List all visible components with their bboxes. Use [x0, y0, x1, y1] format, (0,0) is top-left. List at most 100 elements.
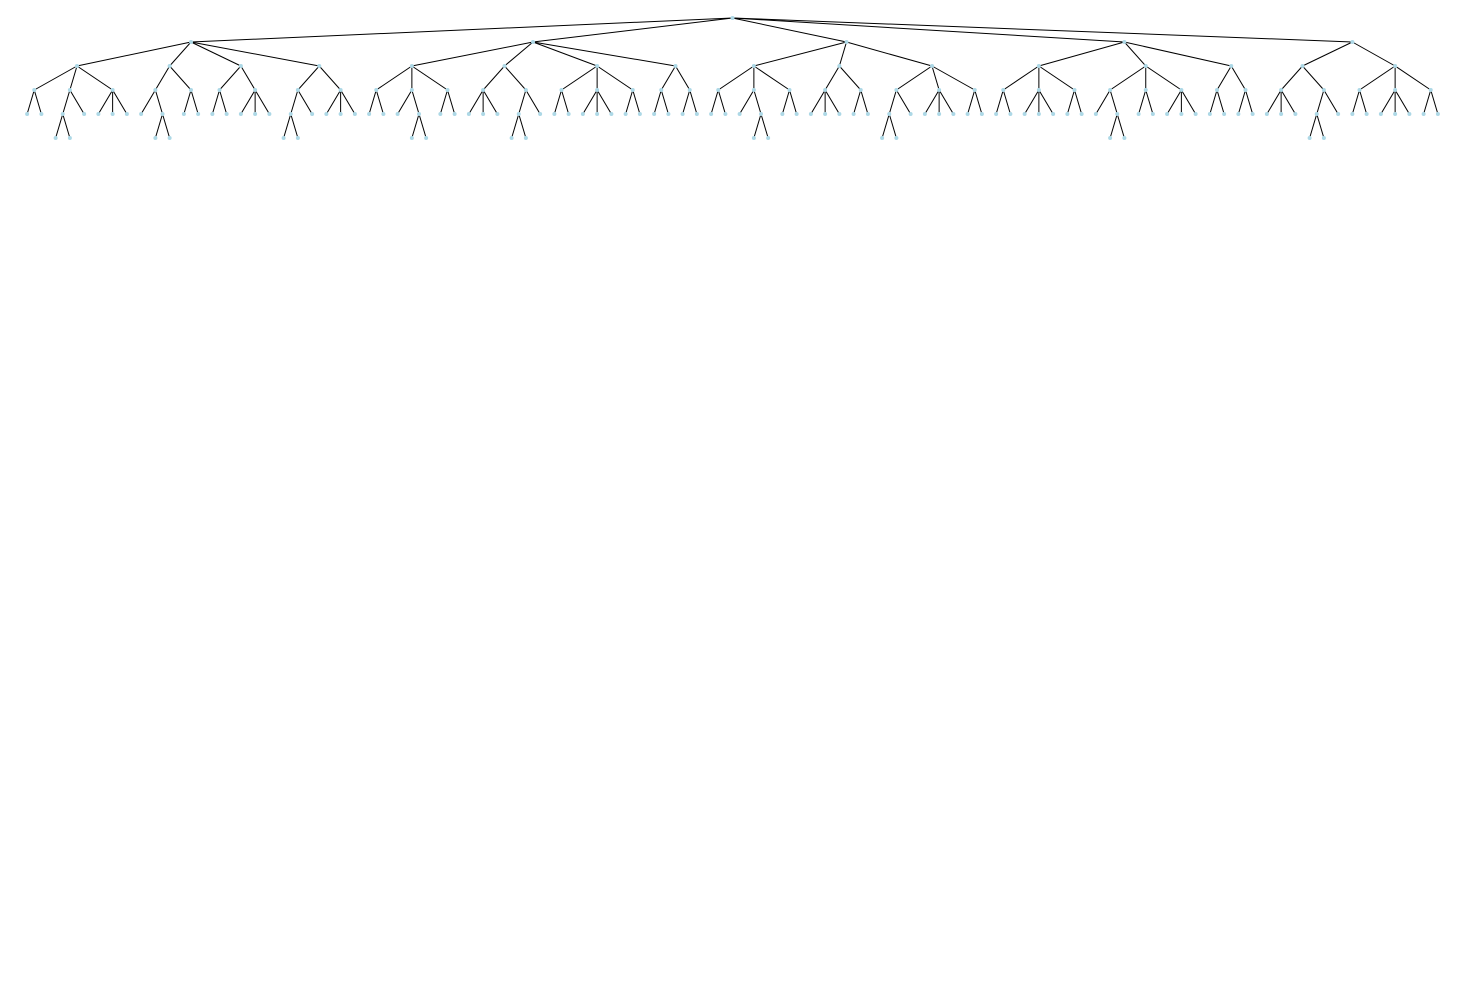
tree-edge: [739, 89, 755, 115]
tree-edge: [297, 65, 320, 91]
tree-edge: [1145, 89, 1154, 115]
tree-node: [502, 64, 507, 68]
tree-node: [424, 136, 429, 140]
tree-edge: [69, 89, 85, 115]
tree-edge: [1209, 89, 1218, 115]
tree-edge: [1138, 89, 1147, 115]
tree-edge: [1266, 89, 1282, 115]
tree-edge: [732, 17, 847, 43]
tree-edge: [26, 89, 35, 115]
tree-node: [124, 112, 129, 116]
tree-node: [808, 112, 813, 116]
tree-edge: [1066, 89, 1075, 115]
tree-node: [1307, 136, 1312, 140]
tree-edge: [561, 65, 598, 91]
edge-layer: [26, 17, 1439, 139]
tree-edge: [504, 41, 534, 67]
tree-edge: [532, 41, 676, 67]
tree-node: [1022, 112, 1027, 116]
tree-edge: [1002, 65, 1040, 91]
tree-node: [1008, 112, 1013, 116]
tree-edge: [1430, 89, 1439, 115]
tree-node: [1122, 40, 1127, 44]
tree-edge: [1002, 89, 1011, 115]
tree-node: [1215, 88, 1219, 92]
tree-edge: [1038, 41, 1125, 67]
tree-edge: [33, 89, 42, 115]
tree-node: [238, 64, 243, 68]
tree-edge: [1280, 89, 1296, 115]
tree-node: [1179, 112, 1184, 116]
tree-node: [452, 112, 457, 116]
tree-node: [409, 88, 414, 92]
tree-node: [1165, 112, 1170, 116]
tree-node: [310, 112, 315, 116]
tree-node: [930, 64, 934, 68]
tree-node: [153, 88, 158, 92]
tree-node: [409, 136, 414, 140]
tree-node: [1336, 112, 1341, 116]
tree-node: [659, 88, 664, 92]
tree-node: [438, 112, 443, 116]
tree-node: [623, 112, 628, 116]
tree-node: [1207, 112, 1212, 116]
tree-node: [110, 88, 115, 92]
tree-node: [951, 112, 956, 116]
tree-edge: [418, 113, 427, 139]
tree-node: [887, 112, 892, 116]
tree-edge: [853, 89, 862, 115]
tree-node: [751, 136, 756, 140]
tree-node: [1293, 112, 1298, 116]
tree-edge: [1095, 89, 1111, 115]
tree-node: [60, 112, 65, 116]
tree-node: [531, 40, 535, 44]
tree-edge: [810, 89, 826, 115]
tree-node: [139, 112, 144, 116]
tree-node: [1435, 112, 1440, 116]
tree-node: [295, 136, 300, 140]
tree-edge: [290, 113, 299, 139]
tree-edge: [717, 89, 726, 115]
tree-edge: [1380, 89, 1396, 115]
tree-node: [780, 112, 785, 116]
tree-node: [1079, 112, 1084, 116]
tree-edge: [318, 65, 341, 91]
tree-node: [652, 112, 657, 116]
tree-node: [979, 112, 984, 116]
tree-edge: [1124, 41, 1232, 67]
tree-edge: [1359, 65, 1396, 91]
tree-node: [1036, 88, 1041, 92]
tree-edge: [1038, 65, 1075, 91]
tree-edge: [162, 113, 171, 139]
tree-node: [409, 64, 414, 68]
tree-edge: [710, 89, 719, 115]
tree-edge: [525, 89, 541, 115]
tree-node: [338, 88, 343, 92]
tree-edge: [1309, 113, 1318, 139]
tree-edge: [140, 89, 156, 115]
tree-node: [595, 112, 600, 116]
tree-edge: [1216, 65, 1232, 91]
tree-node: [523, 88, 528, 92]
tree-node: [295, 88, 300, 92]
tree-node: [716, 88, 721, 92]
tree-node: [1350, 112, 1355, 116]
tree-edge: [290, 89, 299, 115]
tree-edge: [532, 41, 598, 67]
tree-edge: [518, 113, 527, 139]
tree-node: [96, 112, 101, 116]
tree-node: [709, 112, 714, 116]
tree-edge: [1352, 41, 1396, 67]
tree-edge: [974, 89, 983, 115]
tree-edge: [846, 41, 933, 67]
tree-node: [844, 40, 849, 44]
tree-node: [595, 64, 600, 68]
tree-edge: [931, 65, 940, 91]
tree-edge: [582, 89, 598, 115]
tree-node: [937, 88, 942, 92]
tree-node: [1250, 112, 1255, 116]
tree-node: [787, 88, 792, 92]
tree-edge: [482, 65, 505, 91]
tree-node: [374, 88, 379, 92]
tree-node: [1357, 88, 1362, 92]
